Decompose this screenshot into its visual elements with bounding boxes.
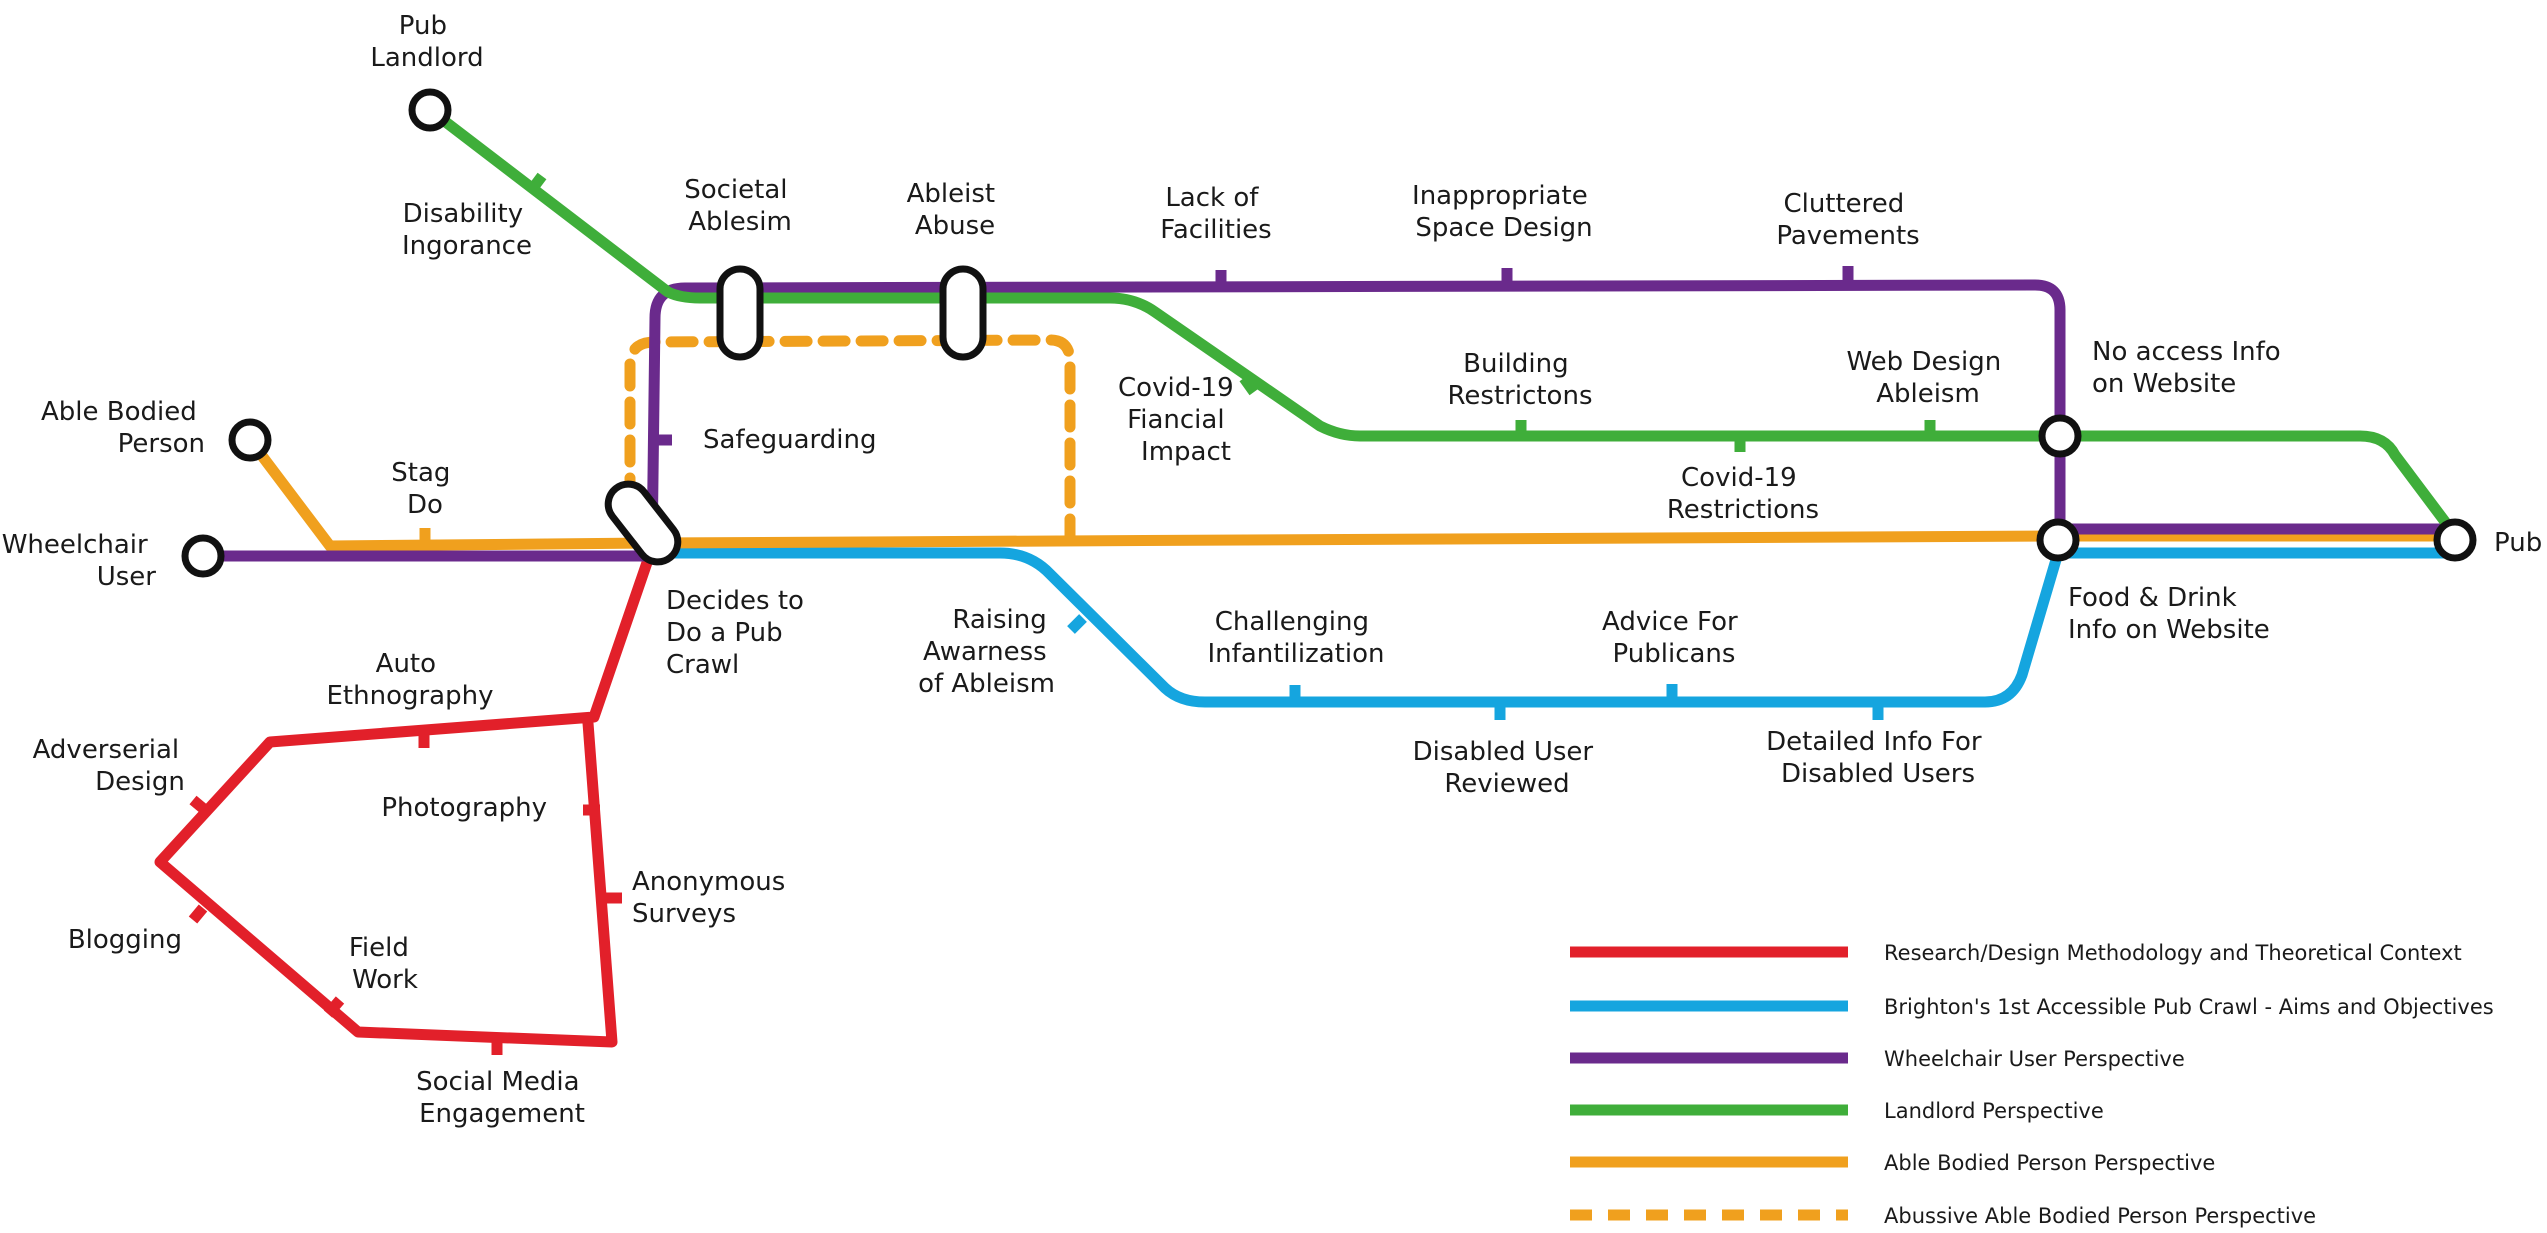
labels: Pub Landlord Disability Ingorance Able B… <box>2 11 2543 1129</box>
station-pub-landlord[interactable] <box>408 88 452 132</box>
label-anonymous-surveys: Anonymous Surveys <box>632 867 794 929</box>
label-disability-ignorance: Disability Ingorance <box>402 199 532 261</box>
station-food-drink[interactable] <box>2036 518 2080 562</box>
label-pub: Pub <box>2494 528 2542 558</box>
label-no-access: No access Info on Website <box>2092 337 2289 399</box>
label-field-work: Field Work <box>349 933 418 995</box>
label-covid-financial: Covid-19 Fiancial Impact <box>1118 373 1242 467</box>
label-lack-facilities: Lack of Facilities <box>1160 183 1271 245</box>
label-food-drink: Food & Drink Info on Website <box>2068 583 2270 645</box>
wheelchair-line <box>197 279 2461 562</box>
label-social-media: Social Media Engagement <box>416 1067 588 1129</box>
label-challenging: Challenging Infantilization <box>1208 607 1385 669</box>
tick-disability-ignorance <box>525 172 547 196</box>
stations <box>181 88 2477 578</box>
station-no-access[interactable] <box>2038 414 2082 458</box>
tick-covid-financial <box>1239 374 1259 396</box>
abusive-line <box>624 334 1076 543</box>
label-web-design: Web Design Ableism <box>1847 347 2010 409</box>
label-blogging: Blogging <box>68 925 182 955</box>
legend-item: Research/Design Methodology and Theoreti… <box>1570 941 2462 965</box>
label-safeguarding: Safeguarding <box>703 425 876 455</box>
legend-item: Able Bodied Person Perspective <box>1570 1151 2215 1175</box>
legend-item: Abussive Able Bodied Person Perspective <box>1570 1204 2316 1228</box>
tick-adverserial-design <box>189 795 209 815</box>
interchange-ableist-abuse[interactable] <box>939 265 987 361</box>
interchange-societal-ableism[interactable] <box>716 265 764 361</box>
tick-blogging <box>188 904 208 924</box>
legend-item: Wheelchair User Perspective <box>1570 1047 2185 1071</box>
interchange-decides[interactable] <box>600 476 686 570</box>
tick-raising-awareness <box>1067 614 1087 634</box>
label-able-bodied-person: Able Bodied Person <box>41 397 205 459</box>
label-covid-restrictions: Covid-19 Restrictions <box>1667 463 1819 525</box>
label-inappropriate-space: Inappropriate Space Design <box>1412 181 1596 243</box>
label-building-restrictions: Building Restrictons <box>1448 349 1593 411</box>
aims-line <box>646 547 2461 708</box>
legend-label-aims: Brighton's 1st Accessible Pub Crawl - Ai… <box>1884 995 2494 1019</box>
label-auto-ethnography: Auto Ethnography <box>327 649 494 711</box>
tick-field-work <box>323 996 345 1018</box>
label-adverserial-design: Adverserial Design <box>33 735 188 797</box>
legend-label-landlord: Landlord Perspective <box>1884 1099 2104 1123</box>
label-raising-awareness: Raising Awarness of Ableism <box>918 605 1055 699</box>
label-disabled-user-reviewed: Disabled User Reviewed <box>1413 737 1602 799</box>
legend-item: Brighton's 1st Accessible Pub Crawl - Ai… <box>1570 995 2494 1019</box>
legend-label-wheelchair: Wheelchair User Perspective <box>1884 1047 2185 1071</box>
legend-label-able: Able Bodied Person Perspective <box>1884 1151 2215 1175</box>
label-societal-ableism: Societal Ablesim <box>684 175 796 237</box>
label-wheelchair-user: Wheelchair User <box>2 530 157 592</box>
station-wheelchair-user[interactable] <box>181 534 225 578</box>
label-advice-publicans: Advice For Publicans <box>1602 607 1746 669</box>
label-ableist-abuse: Ableist Abuse <box>907 179 1004 241</box>
label-photography: Photography <box>381 793 547 823</box>
research-line <box>154 542 658 1048</box>
legend-label-research: Research/Design Methodology and Theoreti… <box>1884 941 2462 965</box>
legend-item: Landlord Perspective <box>1570 1099 2104 1123</box>
label-cluttered-pavements: Cluttered Pavements <box>1776 189 1919 251</box>
legend-label-abusive: Abussive Able Bodied Person Perspective <box>1884 1204 2316 1228</box>
station-able-bodied-person[interactable] <box>228 418 272 462</box>
landlord-line <box>424 104 2461 541</box>
label-decides: Decides to Do a Pub Crawl <box>666 586 812 680</box>
station-pub[interactable] <box>2433 518 2477 562</box>
label-pub-landlord: Pub Landlord <box>370 11 483 73</box>
legend: Research/Design Methodology and Theoreti… <box>1570 941 2494 1228</box>
label-detailed-info: Detailed Info For Disabled Users <box>1766 727 1990 789</box>
label-stag-do: Stag Do <box>391 458 458 520</box>
stop-ticks <box>188 172 1936 1055</box>
